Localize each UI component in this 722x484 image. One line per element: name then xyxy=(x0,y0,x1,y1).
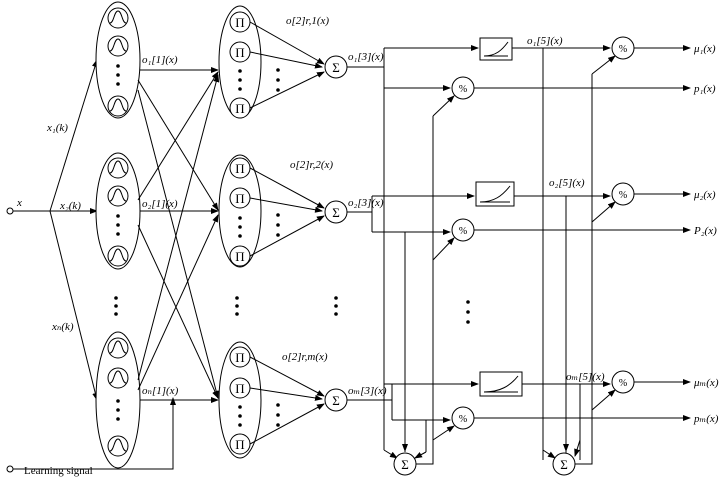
learning-signal-terminal xyxy=(6,465,14,473)
divide-node-mu-m: % xyxy=(611,370,635,394)
branch-to-group3 xyxy=(49,210,99,401)
sum-node-1: Σ xyxy=(324,55,348,79)
svg-text:Π: Π xyxy=(235,15,244,30)
final-mu-label-m: μₘ(x) xyxy=(693,377,719,389)
mf-output-label-n: oₙ[1](x) xyxy=(142,385,179,397)
learning-signal-line xyxy=(13,398,174,470)
edge-label-x1: x₁(k) xyxy=(46,122,68,134)
svg-text:Σ: Σ xyxy=(332,393,340,408)
input-label: x xyxy=(16,197,22,209)
sum-node-m: Σ xyxy=(324,388,348,412)
rule-output-label-2: o[2]r,2(x) xyxy=(290,159,333,171)
rule-group-1: Π Π Π xyxy=(218,5,262,119)
product-node: Π xyxy=(229,11,251,33)
gaussian-mf-icon xyxy=(107,35,129,57)
product-node: Π xyxy=(229,346,251,368)
product-node: Π xyxy=(229,97,251,119)
sum-output-label-m: oₘ[3](x) xyxy=(348,385,387,397)
product-node: Π xyxy=(229,187,251,209)
divide-node-mu-1: % xyxy=(611,36,635,60)
rule-group-2: Π Π Π xyxy=(218,154,262,268)
svg-text:Π: Π xyxy=(235,101,244,116)
svg-text:%: % xyxy=(459,226,467,237)
product-node: Π xyxy=(229,41,251,63)
svg-text:Σ: Σ xyxy=(332,60,340,75)
edge-label-xn: xₙ(k) xyxy=(51,321,74,333)
branch-to-group1 xyxy=(49,59,98,212)
svg-text:%: % xyxy=(619,44,627,55)
mf-group-2 xyxy=(95,152,141,270)
final-p-label-1: p₁(x) xyxy=(693,83,716,95)
mono-output-label-1: o₁[5](x) xyxy=(527,35,563,47)
monotonic-block-1 xyxy=(479,37,513,61)
rule-group-3: Π Π Π xyxy=(218,341,262,459)
final-p-label-m: pₘ(x) xyxy=(693,413,719,425)
final-p-label-2: P₂(x) xyxy=(693,225,717,237)
svg-text:Π: Π xyxy=(235,381,244,396)
product-node: Π xyxy=(229,433,251,455)
svg-text:Π: Π xyxy=(235,45,244,60)
gaussian-mf-icon xyxy=(107,185,129,207)
svg-text:Π: Π xyxy=(235,350,244,365)
divide-node-p-m: % xyxy=(451,406,475,430)
learning-signal-label: Learning signal xyxy=(24,465,93,477)
bottom-sum-node-right: Σ xyxy=(552,452,576,476)
mf-group-3 xyxy=(95,331,141,469)
input-terminal xyxy=(6,207,14,215)
mono-output-label-2: o₂[5](x) xyxy=(549,177,585,189)
rule-output-label-m: o[2]r,m(x) xyxy=(282,351,328,363)
mono-output-label-m: oₘ[5](x) xyxy=(566,371,605,383)
rule-output-label-1: o[2]r,1(x) xyxy=(286,15,329,27)
svg-text:Π: Π xyxy=(235,437,244,452)
sum-node-2: Σ xyxy=(324,200,348,224)
product-node: Π xyxy=(229,157,251,179)
gaussian-mf-icon xyxy=(107,337,129,359)
gaussian-mf-icon xyxy=(107,7,129,29)
mf-output-label-1: o₁[1](x) xyxy=(142,54,178,66)
divide-node-p-1: % xyxy=(451,76,475,100)
svg-text:Π: Π xyxy=(235,191,244,206)
edge-label-x2: x₂(k) xyxy=(59,200,81,212)
final-mu-label-2: μ₂(x) xyxy=(693,189,716,201)
monotonic-block-2 xyxy=(475,181,515,207)
mf-output-label-2: o₂[1](x) xyxy=(142,198,178,210)
gaussian-mf-icon xyxy=(107,95,129,117)
product-node: Π xyxy=(229,377,251,399)
svg-text:%: % xyxy=(459,84,467,95)
svg-text:Σ: Σ xyxy=(560,457,568,472)
svg-text:%: % xyxy=(459,414,467,425)
svg-text:Σ: Σ xyxy=(332,205,340,220)
gaussian-mf-icon xyxy=(107,157,129,179)
svg-text:%: % xyxy=(619,190,627,201)
final-mu-label-1: μ₁(x) xyxy=(693,43,716,55)
svg-text:Σ: Σ xyxy=(401,457,409,472)
gaussian-mf-icon xyxy=(107,245,129,267)
sum-output-label-1: o₁[3](x) xyxy=(348,51,384,63)
svg-text:%: % xyxy=(619,378,627,389)
mf-group-1 xyxy=(95,1,141,119)
sum-output-label-2: o₂[3](x) xyxy=(348,197,384,209)
bottom-sum-node-left: Σ xyxy=(393,452,417,476)
divide-node-p-2: % xyxy=(451,218,475,242)
monotonic-block-m xyxy=(479,371,523,397)
product-node: Π xyxy=(229,245,251,267)
divide-node-mu-2: % xyxy=(611,182,635,206)
gaussian-mf-icon xyxy=(107,367,129,389)
gaussian-mf-icon xyxy=(107,435,129,457)
svg-text:Π: Π xyxy=(235,249,244,264)
svg-text:Π: Π xyxy=(235,161,244,176)
